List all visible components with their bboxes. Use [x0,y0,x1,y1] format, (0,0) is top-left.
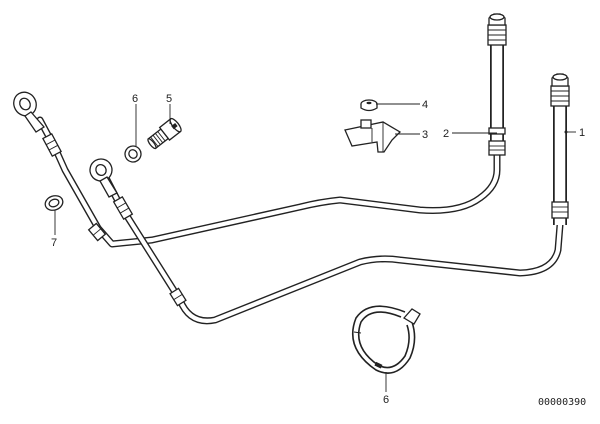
oil-hose-1 [550,73,570,225]
oil-line-b [101,172,564,325]
callout-6-lower: 6 [383,394,389,406]
sealing-ring-lower [44,195,64,211]
grommet [360,99,378,112]
pipe-b-fitting [112,195,134,221]
banjo-eye-left [13,91,45,133]
pipe-b-fitting [169,287,187,307]
pipe-a-fitting [42,132,62,158]
oil-hose-2 [487,13,507,156]
oil-line-a [36,116,501,248]
bracket [344,119,402,153]
banjo-eye-right [89,158,118,198]
sealing-ring-upper [124,145,142,163]
callout-7: 7 [51,237,57,249]
callout-6-upper: 6 [132,93,138,105]
callout-5: 5 [166,93,172,105]
drawing-reference-number: 00000390 [538,397,586,408]
hollow-bolt [147,117,182,150]
callout-4: 4 [422,99,428,111]
callout-3: 3 [422,129,428,141]
callout-2: 2 [443,128,449,140]
pipe-a-fitting [87,222,107,242]
hose-clamp-strap [352,305,421,374]
leader-lines [54,103,576,392]
callout-1: 1 [579,127,585,139]
